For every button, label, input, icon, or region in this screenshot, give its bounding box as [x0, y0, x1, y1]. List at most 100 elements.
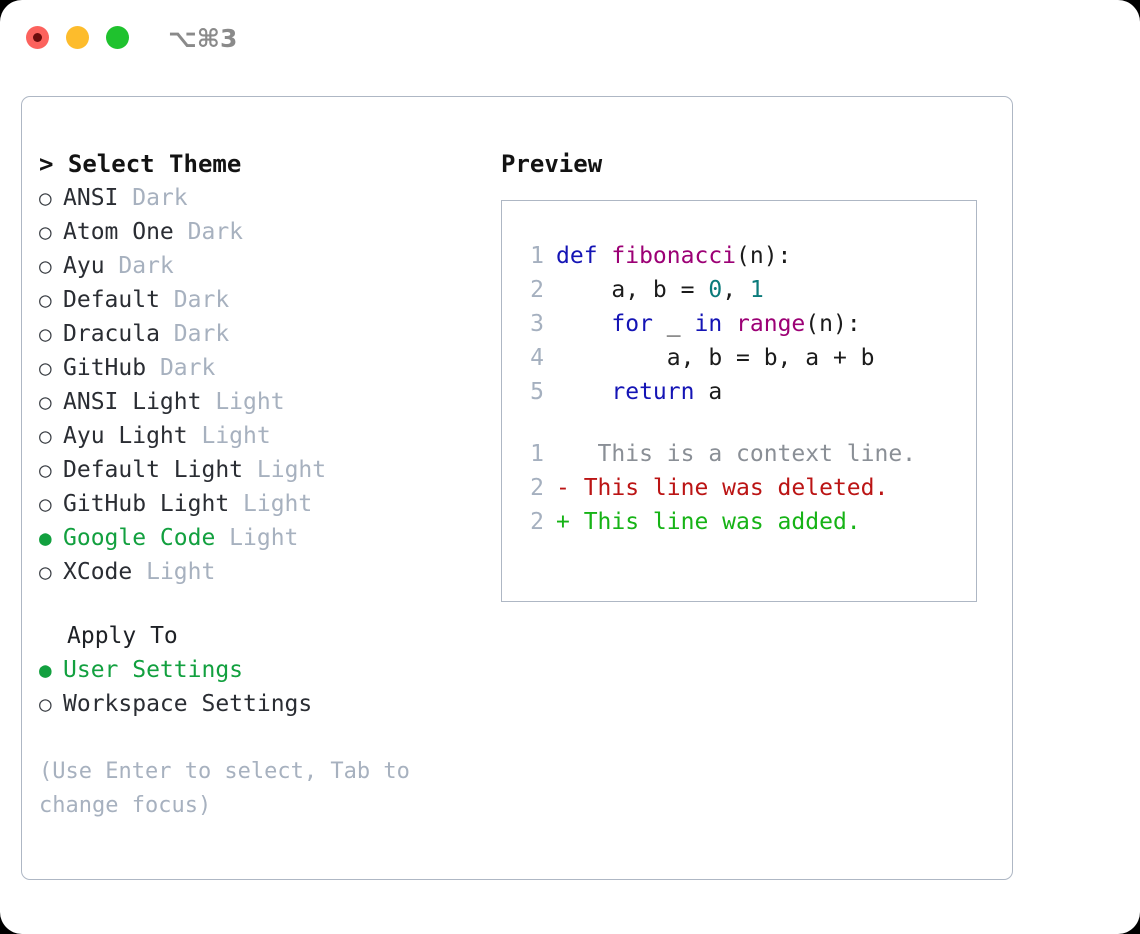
code-token-fn: fibonacci	[611, 243, 737, 269]
theme-variant-badge: Dark	[118, 253, 174, 279]
keyboard-hint-text: (Use Enter to select, Tab to change focu…	[39, 759, 424, 818]
radio-unselected-icon[interactable]: ○	[39, 288, 52, 312]
code-token-fn: range	[736, 311, 806, 337]
code-line: 5 return a	[514, 375, 970, 409]
apply-to-options[interactable]: ● User Settings ○ Workspace Settings	[39, 653, 499, 721]
radio-unselected-icon[interactable]: ○	[39, 560, 52, 584]
line-number: 5	[530, 379, 544, 405]
code-line-text: a, b = 0, 1	[556, 273, 764, 307]
code-token-kw: def	[556, 243, 612, 269]
theme-variant-badge: Light	[215, 389, 285, 415]
diff-line-text-add: + This line was added.	[556, 509, 861, 535]
line-number: 4	[530, 345, 544, 371]
line-number: 2	[530, 475, 544, 501]
keyboard-shortcut-label: ⌥⌘3	[168, 24, 238, 53]
theme-option-row[interactable]: ○ Atom One Dark	[39, 215, 499, 249]
theme-variant-badge: Dark	[187, 219, 244, 245]
radio-unselected-icon[interactable]: ○	[39, 186, 52, 210]
radio-unselected-icon[interactable]: ○	[39, 356, 52, 380]
radio-unselected-icon[interactable]: ○	[39, 692, 52, 716]
theme-name-label: Default Light	[63, 457, 257, 483]
theme-selector-column: > Select Theme ○ANSI Dark○Atom One Dark○…	[39, 147, 499, 823]
code-token-num: 1	[749, 277, 764, 303]
theme-name-label: ANSI	[63, 185, 133, 211]
preview-header: Preview	[501, 150, 603, 178]
apply-to-header: Apply To	[67, 623, 178, 649]
theme-variant-badge: Dark	[173, 287, 230, 313]
title-bar: ⌥⌘3	[0, 0, 1140, 76]
radio-unselected-icon[interactable]: ○	[39, 492, 52, 516]
code-token-plain: a	[694, 379, 723, 405]
radio-unselected-icon[interactable]: ○	[39, 322, 52, 346]
preview-spacer	[514, 409, 970, 437]
theme-name-label: Ayu Light	[63, 423, 202, 449]
diff-line: 2 - This line was deleted.	[514, 471, 970, 505]
theme-name-label: Ayu	[63, 253, 119, 279]
theme-option-row[interactable]: ○ ANSI Light Light	[39, 385, 499, 419]
theme-option-row[interactable]: ○ Ayu Light Light	[39, 419, 499, 453]
code-token-punc: (n):	[736, 243, 792, 269]
theme-name-label: XCode	[63, 559, 147, 585]
code-line: 2 a, b = 0, 1	[514, 273, 970, 307]
minimize-button[interactable]	[66, 26, 89, 49]
theme-option-row[interactable]: ○ Dracula Dark	[39, 317, 499, 351]
theme-name-label: ANSI Light	[63, 389, 216, 415]
code-token-kw: return	[611, 379, 695, 405]
apply-to-option-row[interactable]: ● User Settings	[39, 653, 499, 687]
theme-name-label: Dracula	[63, 321, 174, 347]
theme-option-row[interactable]: ○ Default Light Light	[39, 453, 499, 487]
theme-variant-badge: Dark	[159, 355, 216, 381]
close-button[interactable]	[26, 26, 49, 49]
select-theme-header: > Select Theme	[39, 150, 242, 178]
radio-unselected-icon[interactable]: ○	[39, 424, 52, 448]
code-token-plain	[722, 311, 736, 337]
radio-unselected-icon[interactable]: ○	[39, 220, 52, 244]
code-line-text: return a	[556, 375, 722, 409]
diff-line: 1 This is a context line.	[514, 437, 970, 471]
code-token-plain	[556, 379, 611, 405]
theme-option-row[interactable]: ○ Ayu Dark	[39, 249, 499, 283]
theme-variant-badge: Dark	[132, 185, 188, 211]
code-token-plain: a, b = b, a + b	[556, 345, 875, 371]
diff-line-text-del: - This line was deleted.	[556, 475, 889, 501]
theme-variant-badge: Light	[201, 423, 271, 449]
theme-option-row[interactable]: ○ XCode Light	[39, 555, 499, 589]
theme-name-label: Atom One	[63, 219, 188, 245]
theme-option-row[interactable]: ●Google Code Light	[39, 521, 499, 555]
code-token-plain: _	[652, 311, 695, 337]
apply-to-option-row[interactable]: ○ Workspace Settings	[39, 687, 499, 721]
theme-variant-badge: Dark	[173, 321, 230, 347]
code-line-text: a, b = b, a + b	[556, 341, 875, 375]
apply-to-label: Workspace Settings	[63, 691, 313, 717]
code-token-punc: (n):	[805, 311, 861, 337]
theme-option-row[interactable]: ○ GitHub Light Light	[39, 487, 499, 521]
traffic-lights	[26, 26, 129, 49]
theme-option-row[interactable]: ○ Default Dark	[39, 283, 499, 317]
maximize-button[interactable]	[106, 26, 129, 49]
diff-line-text-context: This is a context line.	[556, 441, 917, 467]
code-token-plain: ,	[722, 277, 750, 303]
theme-name-label: GitHub Light	[63, 491, 244, 517]
radio-unselected-icon[interactable]: ○	[39, 458, 52, 482]
theme-option-row[interactable]: ○ ANSI Dark	[39, 181, 499, 215]
radio-unselected-icon[interactable]: ○	[39, 254, 52, 278]
line-number: 1	[530, 243, 544, 269]
radio-selected-icon[interactable]: ●	[39, 526, 52, 550]
theme-variant-badge: Light	[256, 457, 327, 483]
radio-unselected-icon[interactable]: ○	[39, 390, 52, 414]
theme-name-label: GitHub	[63, 355, 160, 381]
apply-to-section: Apply To ● User Settings ○ Workspace Settin…	[39, 619, 499, 721]
radio-selected-icon[interactable]: ●	[39, 658, 52, 682]
theme-name-label: Default	[63, 287, 174, 313]
theme-variant-badge: Light	[146, 559, 216, 585]
line-number: 1	[530, 441, 544, 467]
apply-to-label: User Settings	[63, 657, 244, 683]
main-panel: > Select Theme ○ANSI Dark○Atom One Dark○…	[21, 96, 1013, 880]
theme-option-row[interactable]: ○ GitHub Dark	[39, 351, 499, 385]
code-token-plain: a, b =	[556, 277, 709, 303]
theme-variant-badge: Light	[243, 491, 313, 517]
theme-list[interactable]: ○ ANSI Dark ○ Atom One Dark ○ Ayu Dark ○ Defaul…	[39, 181, 499, 589]
code-token-kw: in	[694, 311, 723, 337]
